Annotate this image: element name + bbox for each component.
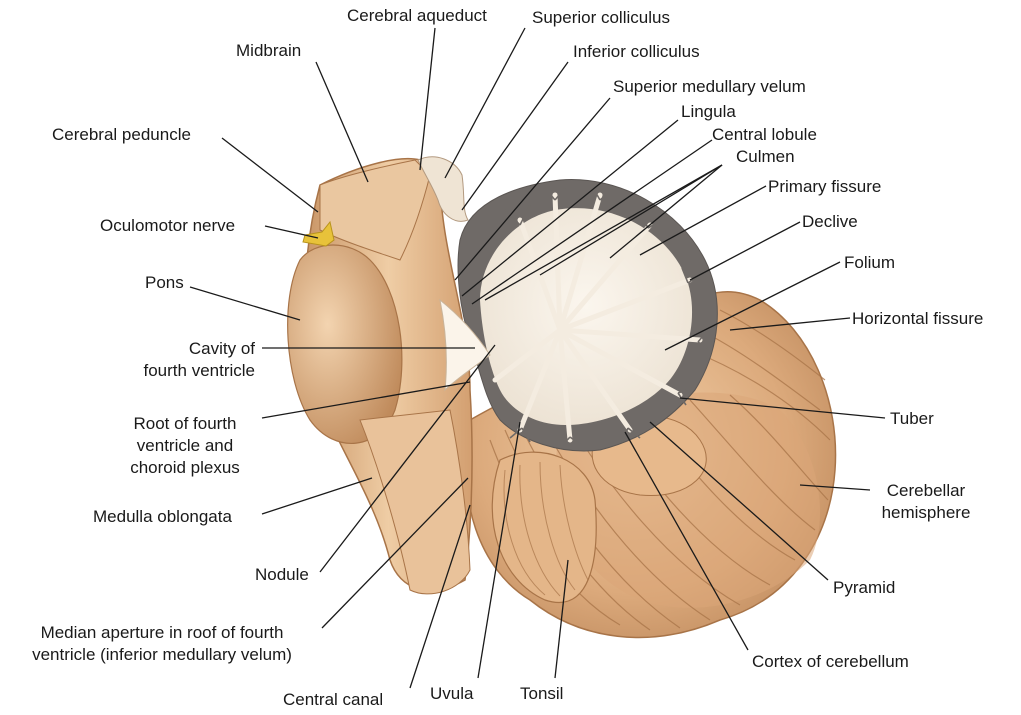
leader-pons (189, 286, 301, 321)
brainstem-shape (287, 156, 473, 595)
leader-folium (664, 261, 841, 351)
leader-cerebral-peduncle (221, 137, 319, 213)
label-primary-fissure: Primary fissure (768, 177, 882, 196)
leader-midbrain (315, 61, 369, 183)
label-cerebellar-hemisphere: Cerebellar hemisphere (881, 481, 971, 522)
label-inferior-colliculus: Inferior colliculus (573, 42, 700, 61)
label-median-aperture: Median aperture in roof of fourth ventri… (32, 623, 292, 664)
label-folium: Folium (844, 253, 896, 272)
label-superior-medullary-velum: Superior medullary velum (613, 77, 806, 96)
label-superior-colliculus: Superior colliculus (532, 8, 670, 27)
leader-oculomotor-nerve (264, 225, 319, 239)
leader-culmen-2 (539, 164, 723, 276)
label-nodule: Nodule (255, 565, 309, 584)
label-midbrain: Midbrain (236, 41, 302, 60)
vermis-section-shape (439, 179, 718, 452)
leader-culmen-3 (609, 164, 723, 259)
leader-root-fourth-ventricle (261, 381, 471, 419)
leader-central-lobule (471, 139, 713, 305)
leader-cortex-of-cerebellum (624, 431, 749, 651)
leader-central-canal (409, 504, 471, 689)
leader-pyramid (649, 421, 829, 581)
label-horizontal-fissure: Horizontal fissure (852, 309, 984, 328)
label-cerebral-aqueduct: Cerebral aqueduct (347, 6, 487, 25)
label-declive: Declive (802, 212, 858, 231)
leader-horizontal-fissure (729, 317, 851, 331)
label-pyramid: Pyramid (833, 578, 896, 597)
leader-tonsil (554, 559, 569, 679)
leader-tuber (679, 397, 886, 419)
label-cerebral-peduncle: Cerebral peduncle (52, 125, 191, 144)
leader-superior-colliculus (444, 27, 526, 179)
leader-culmen-1 (484, 164, 723, 301)
leader-cerebral-aqueduct (419, 27, 436, 171)
label-lingula: Lingula (681, 102, 736, 121)
label-cavity-fourth-ventricle: Cavity of fourth ventricle (143, 339, 256, 380)
leader-medulla-oblongata (261, 477, 373, 515)
label-tonsil: Tonsil (520, 684, 564, 703)
leader-declive (689, 221, 801, 281)
label-central-lobule: Central lobule (712, 125, 817, 144)
leader-inferior-colliculus (461, 61, 569, 211)
leader-uvula (477, 421, 521, 679)
label-tuber: Tuber (890, 409, 934, 428)
label-uvula: Uvula (430, 684, 474, 703)
label-cortex-of-cerebellum: Cortex of cerebellum (752, 652, 909, 671)
label-root-fourth-ventricle: Root of fourth ventricle and choroid ple… (130, 414, 240, 477)
label-pons: Pons (145, 273, 184, 292)
label-central-canal: Central canal (283, 690, 384, 709)
leader-nodule (319, 344, 496, 573)
leader-lingula (461, 119, 679, 297)
label-medulla-oblongata: Medulla oblongata (93, 507, 232, 526)
label-culmen: Culmen (736, 147, 795, 166)
leader-median-aperture (321, 477, 469, 629)
leader-cerebellar-hemisphere (799, 484, 871, 491)
label-oculomotor-nerve: Oculomotor nerve (100, 216, 236, 235)
leader-superior-medullary-velum (454, 97, 611, 281)
leader-primary-fissure (639, 185, 767, 256)
leader-lines (189, 27, 886, 689)
